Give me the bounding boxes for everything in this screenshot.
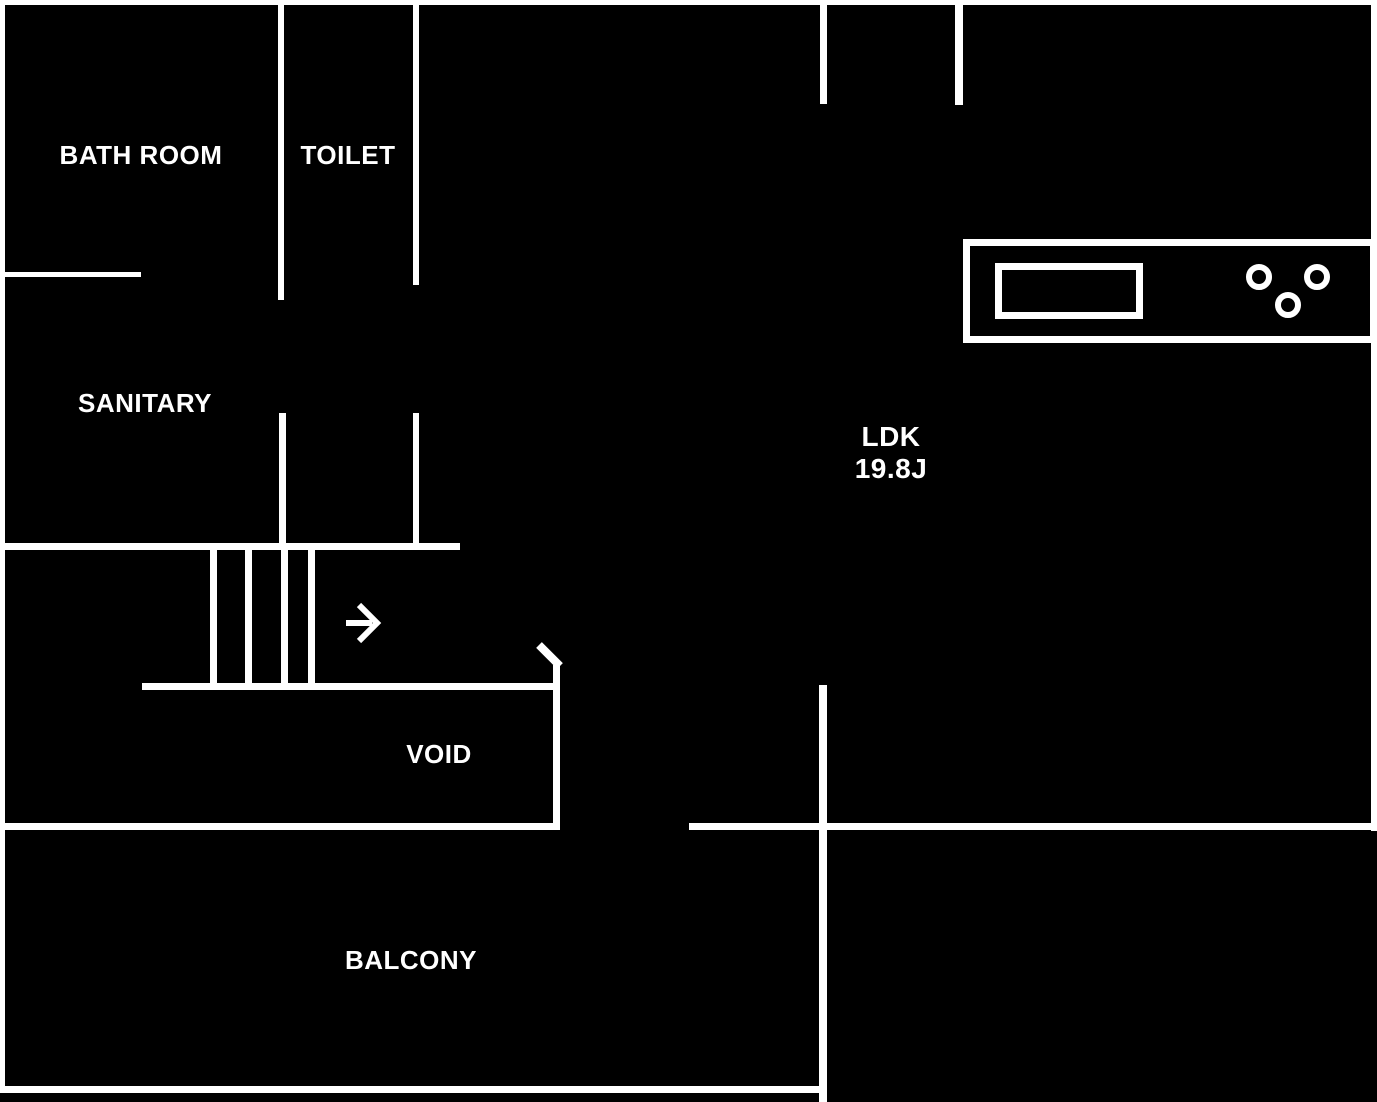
wall-stairs-top: [0, 543, 460, 550]
wall-toilet-right-lower: [413, 413, 419, 550]
window-stub-right: [955, 0, 963, 105]
wall-top-border: [0, 0, 1377, 5]
balcony-label: BALCONY: [344, 945, 478, 975]
bath-room-label: BATH ROOM: [59, 140, 223, 170]
wall-void-top: [142, 683, 557, 690]
ldk-area-size: 19.8J: [854, 453, 928, 484]
wall-bath-toilet-divider: [278, 0, 284, 300]
wall-balcony-top-right: [689, 823, 1377, 830]
stove-burner-icon: [1275, 292, 1301, 318]
kitchen-sink: [995, 263, 1143, 319]
wall-right-border: [1371, 0, 1377, 831]
sanitary-label: SANITARY: [78, 388, 212, 418]
stair-tread-3: [281, 548, 288, 687]
window-stub-left: [820, 0, 827, 104]
stove-burner-icon: [1304, 264, 1330, 290]
wall-void-right: [553, 665, 560, 830]
wall-bath-bottom: [0, 272, 141, 277]
toilet-label: TOILET: [300, 140, 396, 170]
stair-tread-2: [245, 548, 252, 687]
void-label: VOID: [406, 739, 472, 769]
ldk-label: LDK 19.8J: [855, 421, 928, 485]
stair-tread-1: [210, 548, 217, 687]
ldk-name: LDK: [861, 421, 921, 452]
wall-balcony-top-left: [0, 823, 560, 830]
wall-toilet-right-upper: [413, 0, 419, 285]
wall-balcony-bottom: [0, 1086, 827, 1093]
stair-tread-4: [308, 548, 315, 687]
wall-sanitary-right-lower: [279, 413, 286, 550]
stove-burner-icon: [1246, 264, 1272, 290]
stairs-direction-arrow-icon: [346, 602, 382, 644]
wall-center-vertical: [819, 685, 827, 1102]
door-swing-icon: [536, 642, 563, 669]
